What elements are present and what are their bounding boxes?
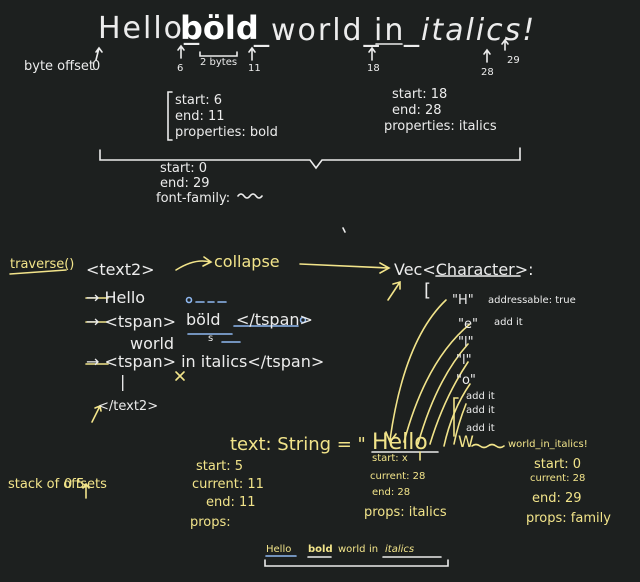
offset-arrow-29 [501, 38, 509, 51]
whole-start: start: 0 [160, 161, 208, 176]
whole-font-family: font-family: [156, 191, 231, 206]
w-curve [453, 403, 467, 445]
mid-props: props: italics [364, 505, 447, 520]
vec-pointer-arrow [387, 280, 401, 301]
italics-cursor-mark [175, 371, 185, 381]
offset-arrow-18 [368, 46, 376, 61]
offset-arrow-6 [177, 44, 185, 59]
left-start: start: 5 [196, 459, 244, 474]
italic-span-properties: properties: italics [384, 119, 497, 134]
offset-0: 0 [92, 59, 101, 74]
offset-28: 28 [481, 67, 494, 78]
left-current: current: 11 [192, 477, 264, 492]
two-bytes-label: 2 bytes [200, 57, 238, 68]
s-mark: s [208, 333, 214, 344]
node-hello: → Hello [86, 288, 146, 307]
offset-11: 11 [248, 63, 261, 74]
stack-arrow [82, 482, 90, 499]
final-world: world [338, 544, 366, 555]
two-bytes-bracket [199, 51, 238, 57]
whole-end: end: 29 [160, 176, 210, 191]
blue-dot-1 [185, 296, 193, 304]
add-it-bracket [453, 397, 459, 437]
vec-character: Vec<Character>: [394, 260, 534, 279]
node-tspan-close: </tspan> [236, 310, 313, 329]
title-hello: Hello_ [98, 11, 202, 46]
italic-span-start: start: 18 [392, 87, 448, 102]
italic-span-end: end: 28 [392, 103, 442, 118]
squiggle-to-world [471, 443, 505, 449]
text2-close: </text2> [98, 399, 159, 414]
node-tspan-bold: → <tspan> [86, 312, 177, 331]
text2-open: <text2> [86, 260, 155, 279]
char-o: "o" [456, 373, 476, 388]
title-bold-word: böld [180, 9, 259, 47]
add-it-1: add it [466, 391, 495, 402]
offset-6: 6 [177, 63, 184, 74]
offset-arrow-28 [483, 48, 491, 63]
right-start: start: 0 [534, 457, 582, 472]
vec-open-bracket: [ [424, 280, 432, 301]
offset-arrow-0 [95, 46, 103, 61]
bold-span-bracket [167, 91, 173, 141]
title-italics: _italics! [404, 13, 537, 48]
char-l2: "l" [456, 353, 472, 368]
char-l1: "l" [458, 335, 474, 350]
node-pipe: | [120, 372, 126, 391]
final-bold: bold [308, 544, 333, 555]
collapse-label: collapse [214, 252, 280, 271]
char-l1-curve [417, 343, 469, 445]
right-props: props: family [526, 511, 611, 526]
bold-span-start: start: 6 [175, 93, 223, 108]
node-tspan-italics: → <tspan> in italics</tspan> [86, 352, 325, 371]
whole-string-bracket [99, 147, 521, 170]
font-family-squiggle [237, 193, 263, 199]
stack-values: 0 5 [64, 477, 85, 492]
blue-dot-2 [299, 316, 307, 324]
mid-end: end: 28 [372, 487, 411, 498]
add-it-3: add it [466, 423, 495, 434]
offset-29: 29 [507, 55, 520, 66]
right-end: end: 29 [532, 491, 582, 506]
left-props: props: [190, 515, 231, 530]
text-string-decl: text: String = " [230, 434, 366, 455]
collapse-arrow-in [175, 256, 213, 271]
title-world: _world_ [254, 13, 381, 48]
stray-tick [342, 227, 346, 233]
add-it-2: add it [466, 405, 495, 416]
offset-arrow-11 [248, 46, 256, 61]
traverse-underline [9, 269, 67, 275]
text-hello-big: Hello [372, 430, 428, 455]
mid-start: start: x [372, 453, 408, 464]
left-end: end: 11 [206, 495, 256, 510]
char-e: "e" [458, 317, 478, 332]
right-current: current: 28 [530, 473, 586, 484]
final-italics: italics [385, 544, 415, 555]
final-string-bracket [264, 559, 449, 567]
node-world: world [130, 334, 175, 353]
node-bold-word: böld [186, 310, 221, 329]
add-it-label: add it [494, 317, 523, 328]
offset-18: 18 [367, 63, 380, 74]
byte-offset-label: byte offset [24, 59, 94, 74]
char-e-curve [403, 323, 471, 443]
title-in: in [374, 13, 406, 48]
mid-current: current: 28 [370, 471, 426, 482]
char-h: "H" [452, 293, 474, 308]
addressable-label: addressable: true [488, 295, 576, 306]
stack-label: stack of offsets [8, 477, 107, 492]
final-in: in [369, 544, 379, 555]
close-arrow [91, 404, 102, 423]
traverse-call: traverse() [10, 257, 75, 272]
collapse-arrow-out [299, 262, 391, 274]
world-in-italics: world_in_italics! [508, 439, 588, 450]
bold-span-end: end: 11 [175, 109, 225, 124]
char-l2-curve [429, 361, 469, 445]
bold-span-properties: properties: bold [175, 125, 278, 140]
char-h-curve [385, 299, 447, 444]
final-hello: Hello [266, 544, 292, 555]
text-w-big: W [458, 432, 474, 451]
